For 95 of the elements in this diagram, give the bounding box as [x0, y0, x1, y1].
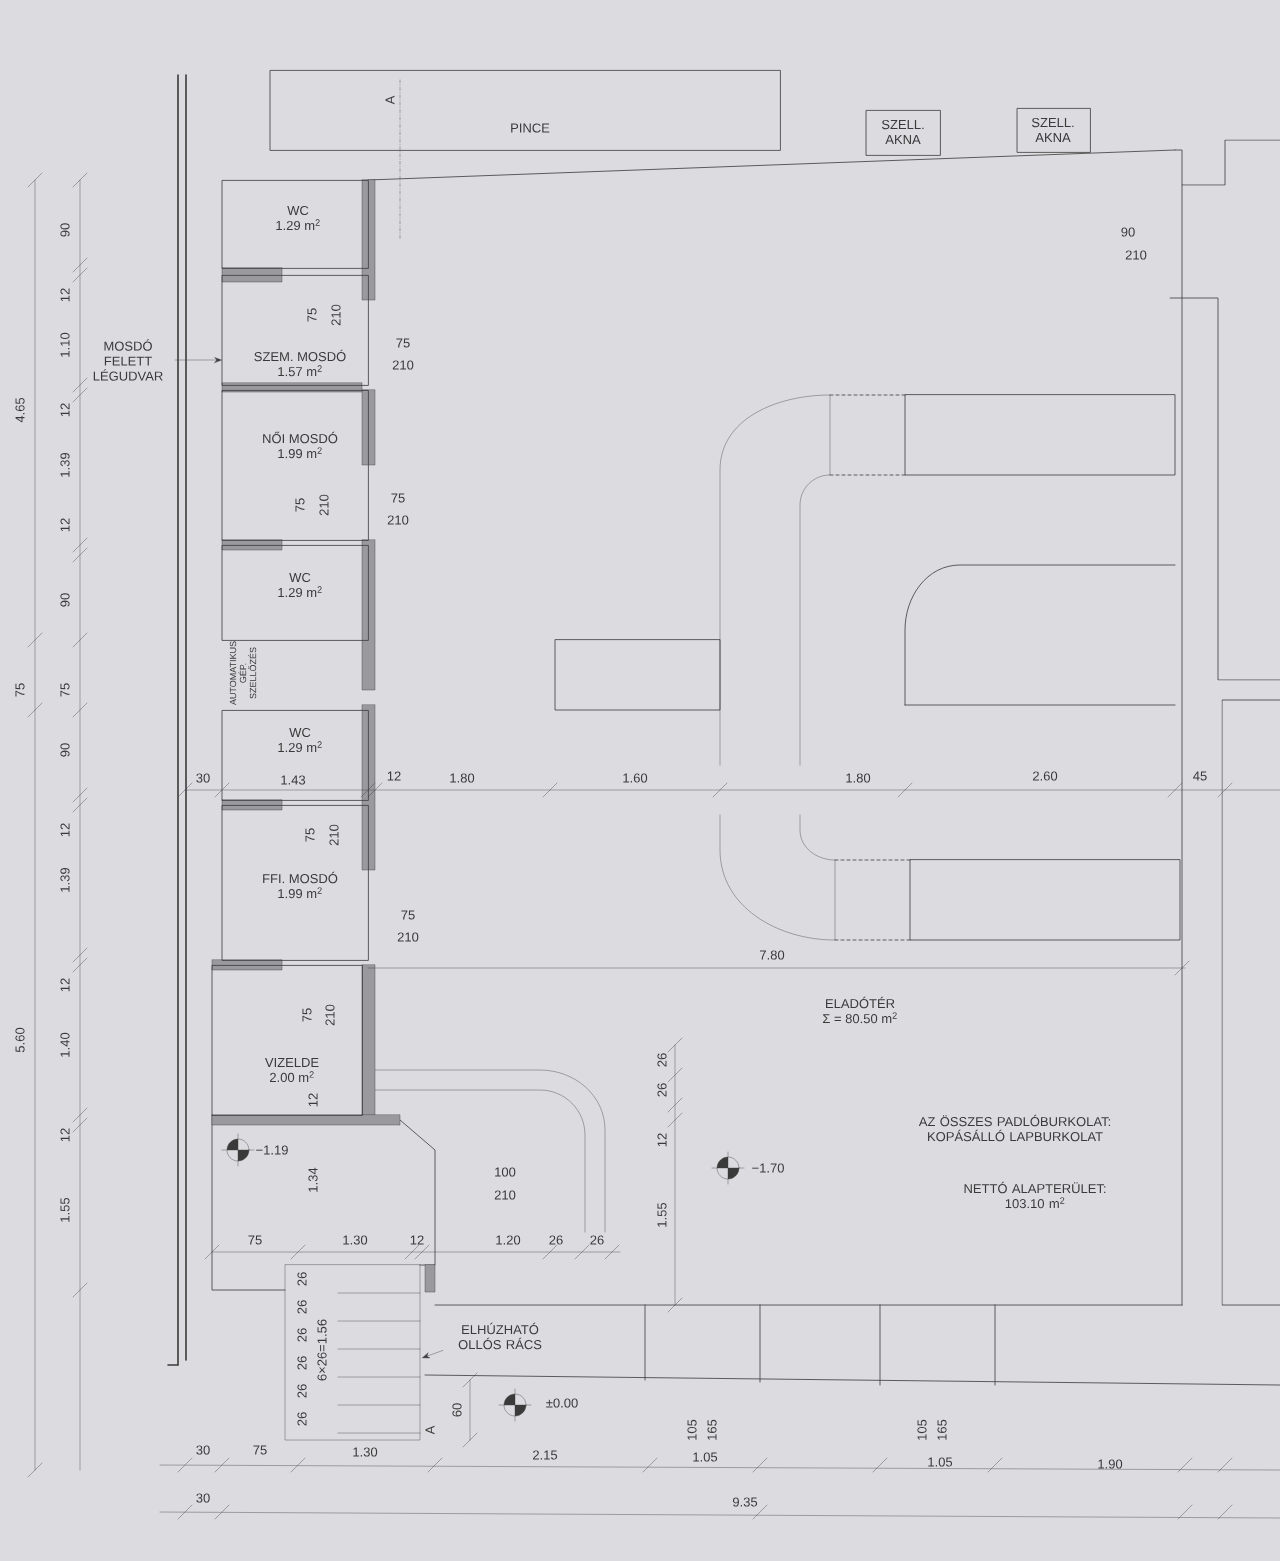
dimension-label: 1.05: [928, 1457, 953, 1467]
dimension-label: 1.30: [353, 1447, 378, 1457]
shaft-box: SZELL. AKNA: [866, 110, 941, 156]
dimension-label: 90: [60, 593, 70, 607]
dimension-label: 2.15: [533, 1450, 558, 1460]
note-text: ELHÚZHATÓ OLLÓS RÁCS: [458, 1322, 542, 1350]
dimension-label: 12: [657, 1133, 667, 1147]
dimension-label: 30: [196, 1493, 210, 1503]
dimension-label: 60: [452, 1403, 462, 1417]
dimension-label: 26: [297, 1272, 307, 1286]
dimension-label: 12: [60, 823, 70, 837]
dimension-label: 12: [60, 403, 70, 417]
dimension-label: 26: [297, 1356, 307, 1370]
note-text: AZ ÖSSZES PADLÓBURKOLAT: KOPÁSÁLLÓ LAPBURKOLAT: [918, 1114, 1111, 1142]
section-mark: A: [385, 95, 395, 105]
dimension-label: 5.60: [15, 1027, 25, 1053]
dimension-label: 75: [401, 910, 415, 920]
dimension-label: 75: [295, 498, 305, 512]
level-label: ±0.00: [546, 1398, 578, 1408]
level-label: −1.19: [256, 1145, 288, 1155]
dimension-label: 2.60: [1033, 771, 1058, 781]
dimension-label: 12: [410, 1235, 424, 1245]
dimension-label: 90: [60, 743, 70, 757]
dimension-label: 26: [657, 1053, 667, 1067]
dimension-label: 75: [302, 1008, 312, 1022]
dimension-label: 30: [196, 773, 210, 783]
section-mark: A: [425, 1425, 435, 1435]
dimension-label: 1.55: [60, 1197, 70, 1222]
dimension-label: 75: [307, 308, 317, 322]
dimension-label: 12: [60, 288, 70, 302]
dimension-label: 1.05: [693, 1452, 718, 1462]
dimension-label: 165: [937, 1419, 947, 1440]
dimension-label: 210: [387, 515, 409, 525]
dimension-label: 1.10: [60, 332, 70, 357]
dimension-label: 26: [297, 1300, 307, 1314]
dimension-label: 210: [319, 494, 329, 516]
dimension-label: 26: [549, 1235, 563, 1245]
dimension-label: 1.39: [60, 452, 70, 477]
dimension-label: 26: [590, 1235, 604, 1245]
leader-line: [175, 357, 222, 363]
dimension-label: 75: [60, 683, 70, 697]
dimension-label: 210: [329, 824, 339, 846]
dimension-label: 210: [325, 1004, 335, 1026]
dimension-label: 12: [60, 1128, 70, 1142]
dimension-label: 1.20: [496, 1235, 521, 1245]
dimension-label: 1.60: [623, 773, 648, 783]
note-text: NETTÓ ALAPTERÜLET: 103.10 m$^{2}$: [964, 1181, 1106, 1209]
dimension-label: 7.80: [760, 950, 785, 960]
dimension-label: 4.65: [15, 397, 25, 423]
dimension-label: 26: [297, 1384, 307, 1398]
dimension-label: 75: [305, 828, 315, 842]
dimension-label: 1.55: [657, 1202, 667, 1227]
room-label: ELADÓTÉR Σ = 80.50 m$^{2}$: [823, 996, 897, 1024]
dimension-label: 1.34: [308, 1167, 318, 1192]
room: WC 1.29 m$^{2}$: [222, 180, 369, 269]
dimension-label: 1.30: [343, 1235, 368, 1245]
dimension-label: 1.39: [60, 867, 70, 892]
dimension-label: 75: [253, 1445, 267, 1455]
dimension-label: 26: [297, 1412, 307, 1426]
dimension-label: 90: [60, 223, 70, 237]
dimension-label: 12: [60, 978, 70, 992]
dimension-label: 12: [308, 1093, 318, 1107]
shaft-box: SZELL. AKNA: [1017, 108, 1091, 153]
dimension-label: 165: [707, 1419, 717, 1440]
note-text: AUTOMATIKUS GÉP. SZELLŐZÉS: [229, 641, 257, 706]
dimension-label: 1.80: [450, 773, 475, 783]
dimension-label: 210: [331, 304, 341, 326]
note-text: MOSDÓ FELETT LÉGUDVAR: [93, 339, 163, 381]
dimension-label: 210: [1125, 250, 1147, 260]
dimension-label: 1.90: [1098, 1459, 1123, 1469]
dimension-label: 90: [1121, 227, 1135, 237]
dimension-label: 210: [397, 932, 419, 942]
dimension-label: 26: [657, 1083, 667, 1097]
dimension-label: 75: [248, 1235, 262, 1245]
dimension-label: 105: [687, 1419, 697, 1440]
dimension-label: 30: [196, 1445, 210, 1455]
level-label: −1.70: [752, 1163, 784, 1173]
dimension-label: 1.43: [281, 775, 306, 785]
dimension-label: 45: [1193, 771, 1207, 781]
dimension-label: 210: [392, 360, 414, 370]
dimension-label: 75: [15, 683, 25, 697]
dimension-label: 75: [391, 493, 405, 503]
dimension-label: 100: [495, 1167, 516, 1177]
leader-line: [422, 1350, 443, 1359]
dimension-label: 1.80: [846, 773, 871, 783]
dimension-label: 9.35: [732, 1497, 758, 1507]
dimension-label: 26: [297, 1328, 307, 1342]
dimension-label: 1.40: [60, 1032, 70, 1057]
dimension-label: 12: [60, 518, 70, 532]
dimension-label: 105: [917, 1419, 927, 1440]
dimension-label: 210: [494, 1190, 516, 1200]
dimension-label: 12: [387, 771, 401, 781]
dimension-label: 6×26=1.56: [317, 1319, 327, 1381]
dimension-label: 75: [396, 338, 410, 348]
room: WC 1.29 m$^{2}$: [222, 545, 369, 641]
